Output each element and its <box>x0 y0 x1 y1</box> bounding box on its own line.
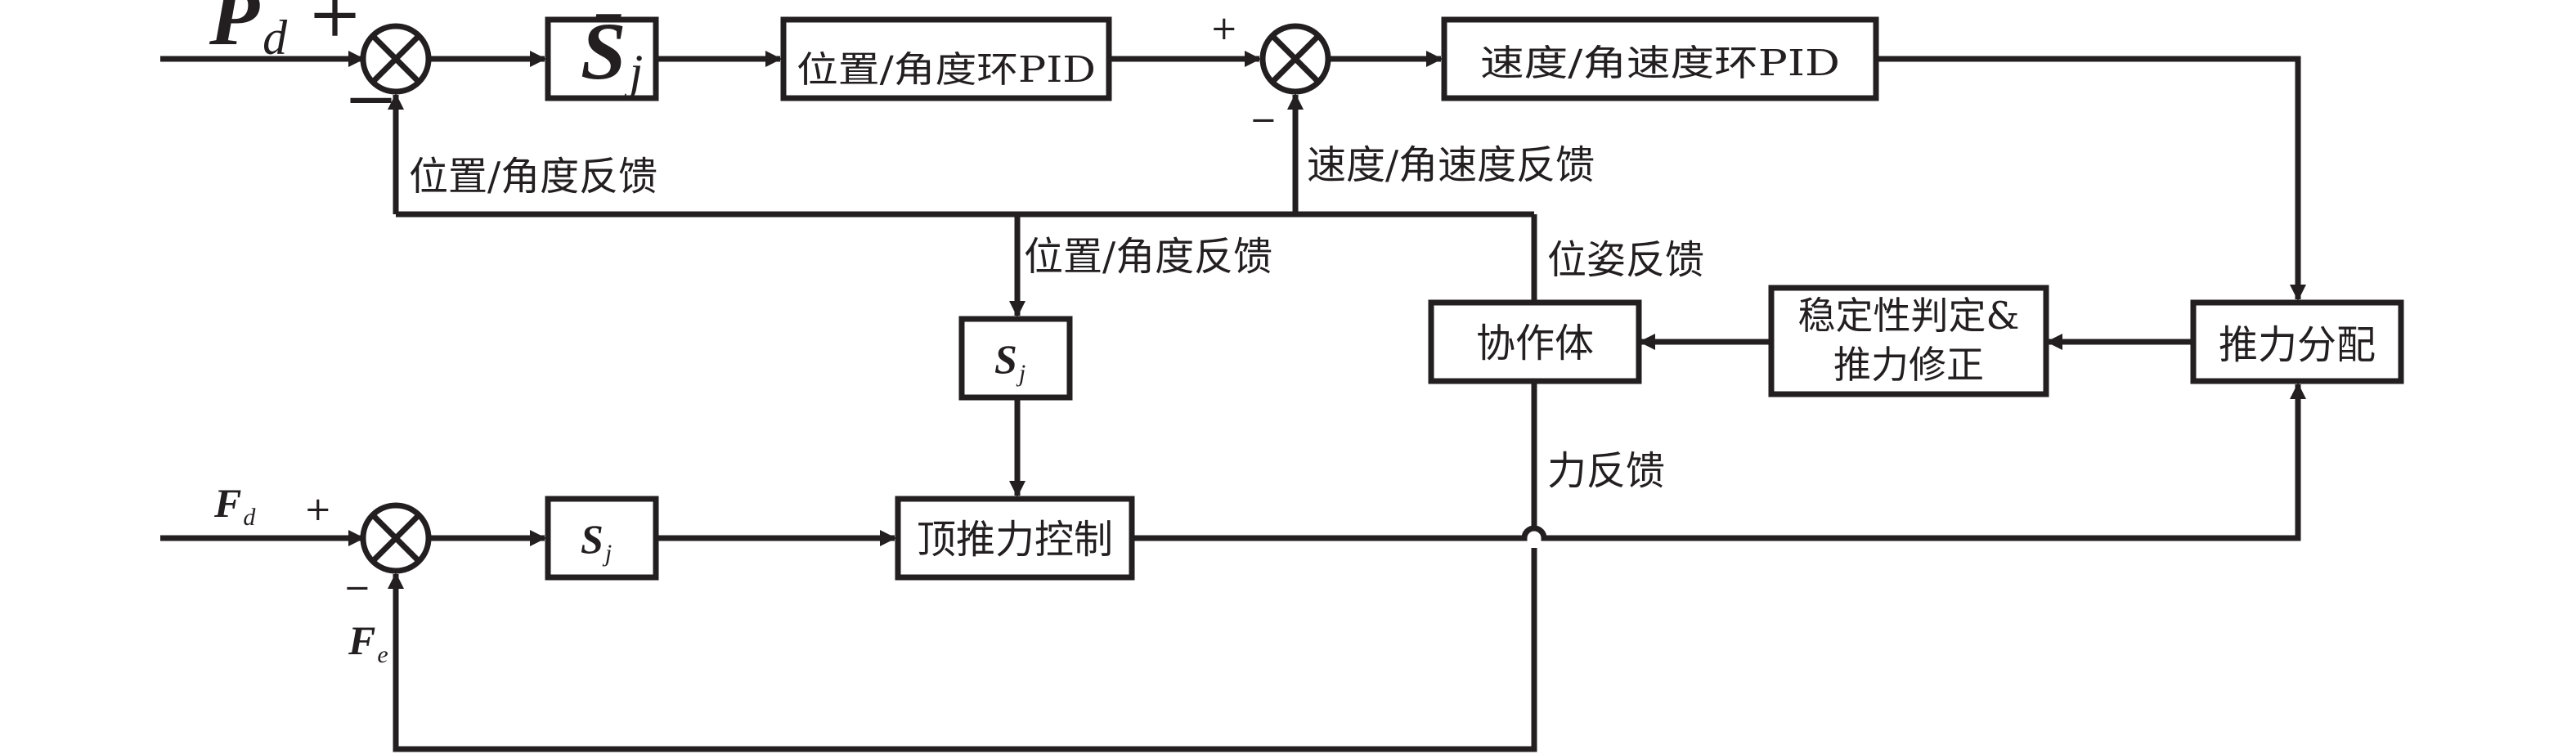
summing-junction-3 <box>360 502 432 574</box>
sum2-plus-sign: + <box>1210 10 1238 47</box>
svg-text:Sj: Sj <box>581 516 612 567</box>
thrust-control-output-line <box>1132 383 2306 541</box>
thrust-allocation-label: 推力分配 <box>2219 322 2376 368</box>
sbar-label: S̄j <box>581 6 643 99</box>
svg-text:Sj: Sj <box>994 336 1025 387</box>
velocity-to-allocation-line <box>1876 56 2306 301</box>
cooperative-body-label: 协作体 <box>1476 321 1594 366</box>
summing-junction-1 <box>360 23 432 95</box>
svg-text:Fe: Fe <box>348 617 388 668</box>
svg-text:Pd: Pd <box>209 0 288 65</box>
top-thrust-control-block <box>895 496 1135 581</box>
sum2-minus-sign: − <box>1250 101 1277 139</box>
position-pid-block <box>780 16 1112 101</box>
stability-label-line1: 稳定性判定& <box>1798 294 2020 338</box>
force-feedback-label: 力反馈 <box>1547 448 1665 494</box>
svg-text:Fd: Fd <box>213 480 256 531</box>
stability-block <box>1768 285 2049 397</box>
svg-text:S̄j: S̄j <box>581 6 643 99</box>
sum3-plus-sign: + <box>304 491 332 528</box>
force-feedback-line <box>388 548 1537 752</box>
stability-label-line2: 推力修正 <box>1833 343 1984 387</box>
velocity-feedback-label: 速度/角速度反馈 <box>1307 142 1595 188</box>
sum3-minus-sign: − <box>343 569 371 607</box>
top-thrust-control-label: 顶推力控制 <box>917 517 1113 563</box>
s-block-bottom <box>545 496 659 581</box>
velocity-pid-label: 速度/角速度环PID <box>1480 43 1840 84</box>
position-pid-label: 位置/角度环PID <box>797 49 1096 91</box>
summing-junction-2 <box>1259 23 1331 95</box>
sum1-plus-sign: + <box>307 0 362 52</box>
position-feedback-label-top: 位置/角度反馈 <box>409 154 657 200</box>
position-feedback-label-mid: 位置/角度反馈 <box>1024 234 1272 280</box>
pose-feedback-label: 位姿反馈 <box>1547 237 1704 283</box>
